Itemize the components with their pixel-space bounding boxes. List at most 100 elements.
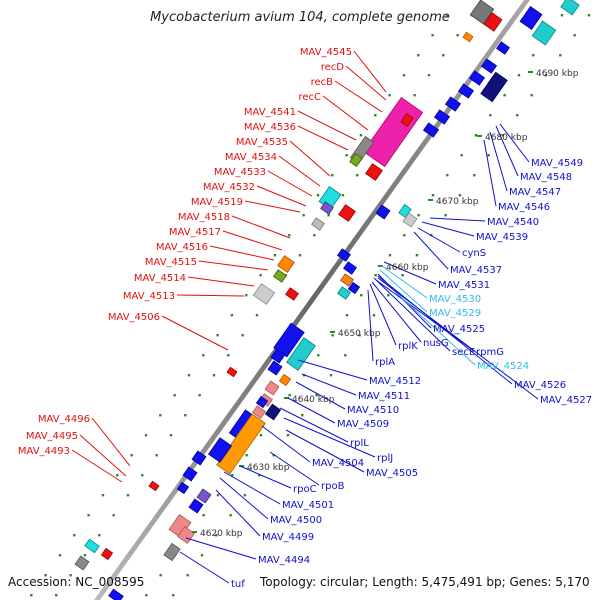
right-gene-label[interactable]: MAV_4527 [540, 395, 592, 406]
right-leader-line [367, 289, 374, 362]
right-gene-label[interactable]: MAV_4548 [520, 172, 572, 183]
kbp-tick-label: 4680 kbp [485, 133, 528, 143]
kbp-tick-label: 4670 kbp [436, 197, 479, 207]
left-gene-label[interactable]: MAV_4519 [191, 197, 243, 208]
track-dot [184, 414, 187, 417]
right-gene-label[interactable]: MAV_4539 [476, 232, 528, 243]
left-leader-line [222, 230, 283, 251]
right-gene-label[interactable]: MAV_4510 [347, 405, 399, 416]
left-gene-label[interactable]: MAV_4541 [244, 107, 296, 118]
track-dot [73, 534, 76, 537]
left-gene-label[interactable]: recB [311, 77, 334, 88]
right-gene-label[interactable]: MAV_4501 [282, 500, 334, 511]
right-leader-line [421, 221, 475, 237]
right-leader-line [287, 397, 336, 424]
left-gene-label[interactable]: MAV_4495 [26, 431, 78, 442]
left-gene-label[interactable]: MAV_4535 [236, 137, 288, 148]
track-dot [403, 234, 406, 237]
left-gene-label[interactable]: MAV_4518 [178, 212, 230, 223]
left-gene-label[interactable]: MAV_4532 [203, 182, 255, 193]
right-gene-label[interactable]: rpoB [321, 481, 345, 492]
track-dot [227, 354, 230, 357]
right-leader-line [239, 465, 292, 489]
left-gene-label[interactable]: MAV_4506 [108, 312, 160, 323]
right-gene-label[interactable]: MAV_4500 [270, 515, 322, 526]
right-gene-label[interactable]: MAV_4530 [429, 294, 481, 305]
track-dot [431, 34, 434, 37]
right-gene-label[interactable]: MAV_4509 [337, 419, 389, 430]
left-gene-label[interactable]: recD [321, 62, 345, 73]
right-gene-label[interactable]: MAV_4499 [262, 532, 314, 543]
right-gene-label[interactable]: MAV_4546 [498, 202, 550, 213]
left-gene-label[interactable]: MAV_4533 [214, 167, 266, 178]
gene-block [277, 255, 295, 273]
kbp-tick-label: 4660 kbp [386, 263, 429, 273]
track-dot [231, 474, 234, 477]
right-gene-label[interactable]: MAV_4505 [366, 468, 418, 479]
kbp-tick-label: 4640 kbp [292, 395, 335, 405]
right-gene-label[interactable]: rplA [375, 357, 395, 368]
kbp-tick-label: 4620 kbp [200, 529, 243, 539]
right-gene-label[interactable]: cynS [462, 248, 486, 259]
track-dot [374, 274, 377, 277]
right-gene-label[interactable]: rplJ [377, 453, 393, 464]
gene-block [375, 204, 391, 220]
track-dot [573, 34, 576, 37]
left-leader-line [278, 155, 321, 187]
gene-block [340, 273, 354, 287]
track-dot [83, 554, 87, 557]
left-gene-label[interactable]: MAV_4513 [123, 291, 175, 302]
right-gene-label[interactable]: MAV_4525 [433, 324, 485, 335]
gene-block [226, 366, 238, 378]
right-gene-label[interactable]: tuf [231, 579, 245, 590]
left-gene-label[interactable]: MAV_4493 [18, 446, 70, 457]
right-gene-label[interactable]: nusG [423, 338, 449, 349]
track-dot [116, 474, 119, 477]
right-gene-label[interactable]: rplK [398, 341, 418, 352]
right-gene-label[interactable]: MAV_4537 [450, 265, 502, 276]
right-gene-label[interactable]: secE [452, 347, 475, 358]
left-gene-label[interactable]: MAV_4514 [134, 273, 186, 284]
right-gene-label[interactable]: MAV_4547 [509, 187, 561, 198]
right-gene-label[interactable]: MAV_4524 [477, 361, 529, 372]
track-dot [587, 14, 591, 17]
track-dot [388, 94, 391, 97]
left-gene-label[interactable]: recC [298, 92, 321, 103]
left-gene-label[interactable]: MAV_4517 [169, 227, 221, 238]
right-gene-label[interactable]: MAV_4549 [531, 158, 583, 169]
right-gene-label[interactable]: rplL [350, 438, 369, 449]
right-gene-label[interactable]: MAV_4494 [258, 555, 310, 566]
right-gene-label[interactable]: MAV_4540 [487, 217, 539, 228]
track-dot [288, 394, 291, 397]
right-gene-label[interactable]: rpmG [476, 347, 504, 358]
right-gene-label[interactable]: MAV_4531 [438, 280, 490, 291]
gene-block [182, 466, 198, 482]
track-dot [159, 574, 162, 577]
right-gene-label[interactable]: MAV_4504 [312, 458, 364, 469]
right-gene-label[interactable]: rpoC [293, 484, 317, 495]
left-leader-line [244, 200, 301, 213]
left-gene-label[interactable]: MAV_4515 [145, 257, 197, 268]
track-dot [245, 294, 248, 297]
left-gene-label[interactable]: MAV_4545 [300, 47, 352, 58]
right-gene-label[interactable]: MAV_4512 [369, 376, 421, 387]
right-leader-line [285, 429, 365, 473]
right-gene-label[interactable]: MAV_4511 [358, 391, 410, 402]
left-gene-label[interactable]: MAV_4496 [38, 414, 90, 425]
left-leader-line [353, 50, 387, 93]
gene-block [337, 286, 351, 300]
gene-block [311, 217, 325, 231]
track-dot [212, 374, 216, 377]
left-leader-line [231, 215, 291, 239]
track-dot [245, 454, 248, 457]
gene-block [207, 437, 233, 463]
right-gene-label[interactable]: MAV_4526 [514, 380, 566, 391]
right-gene-label[interactable]: MAV_4529 [429, 308, 481, 319]
left-gene-label[interactable]: MAV_4534 [225, 152, 277, 163]
track-dot [241, 334, 244, 337]
left-gene-label[interactable]: MAV_4536 [244, 122, 296, 133]
track-dot [360, 294, 363, 297]
left-gene-label[interactable]: MAV_4516 [156, 242, 208, 253]
